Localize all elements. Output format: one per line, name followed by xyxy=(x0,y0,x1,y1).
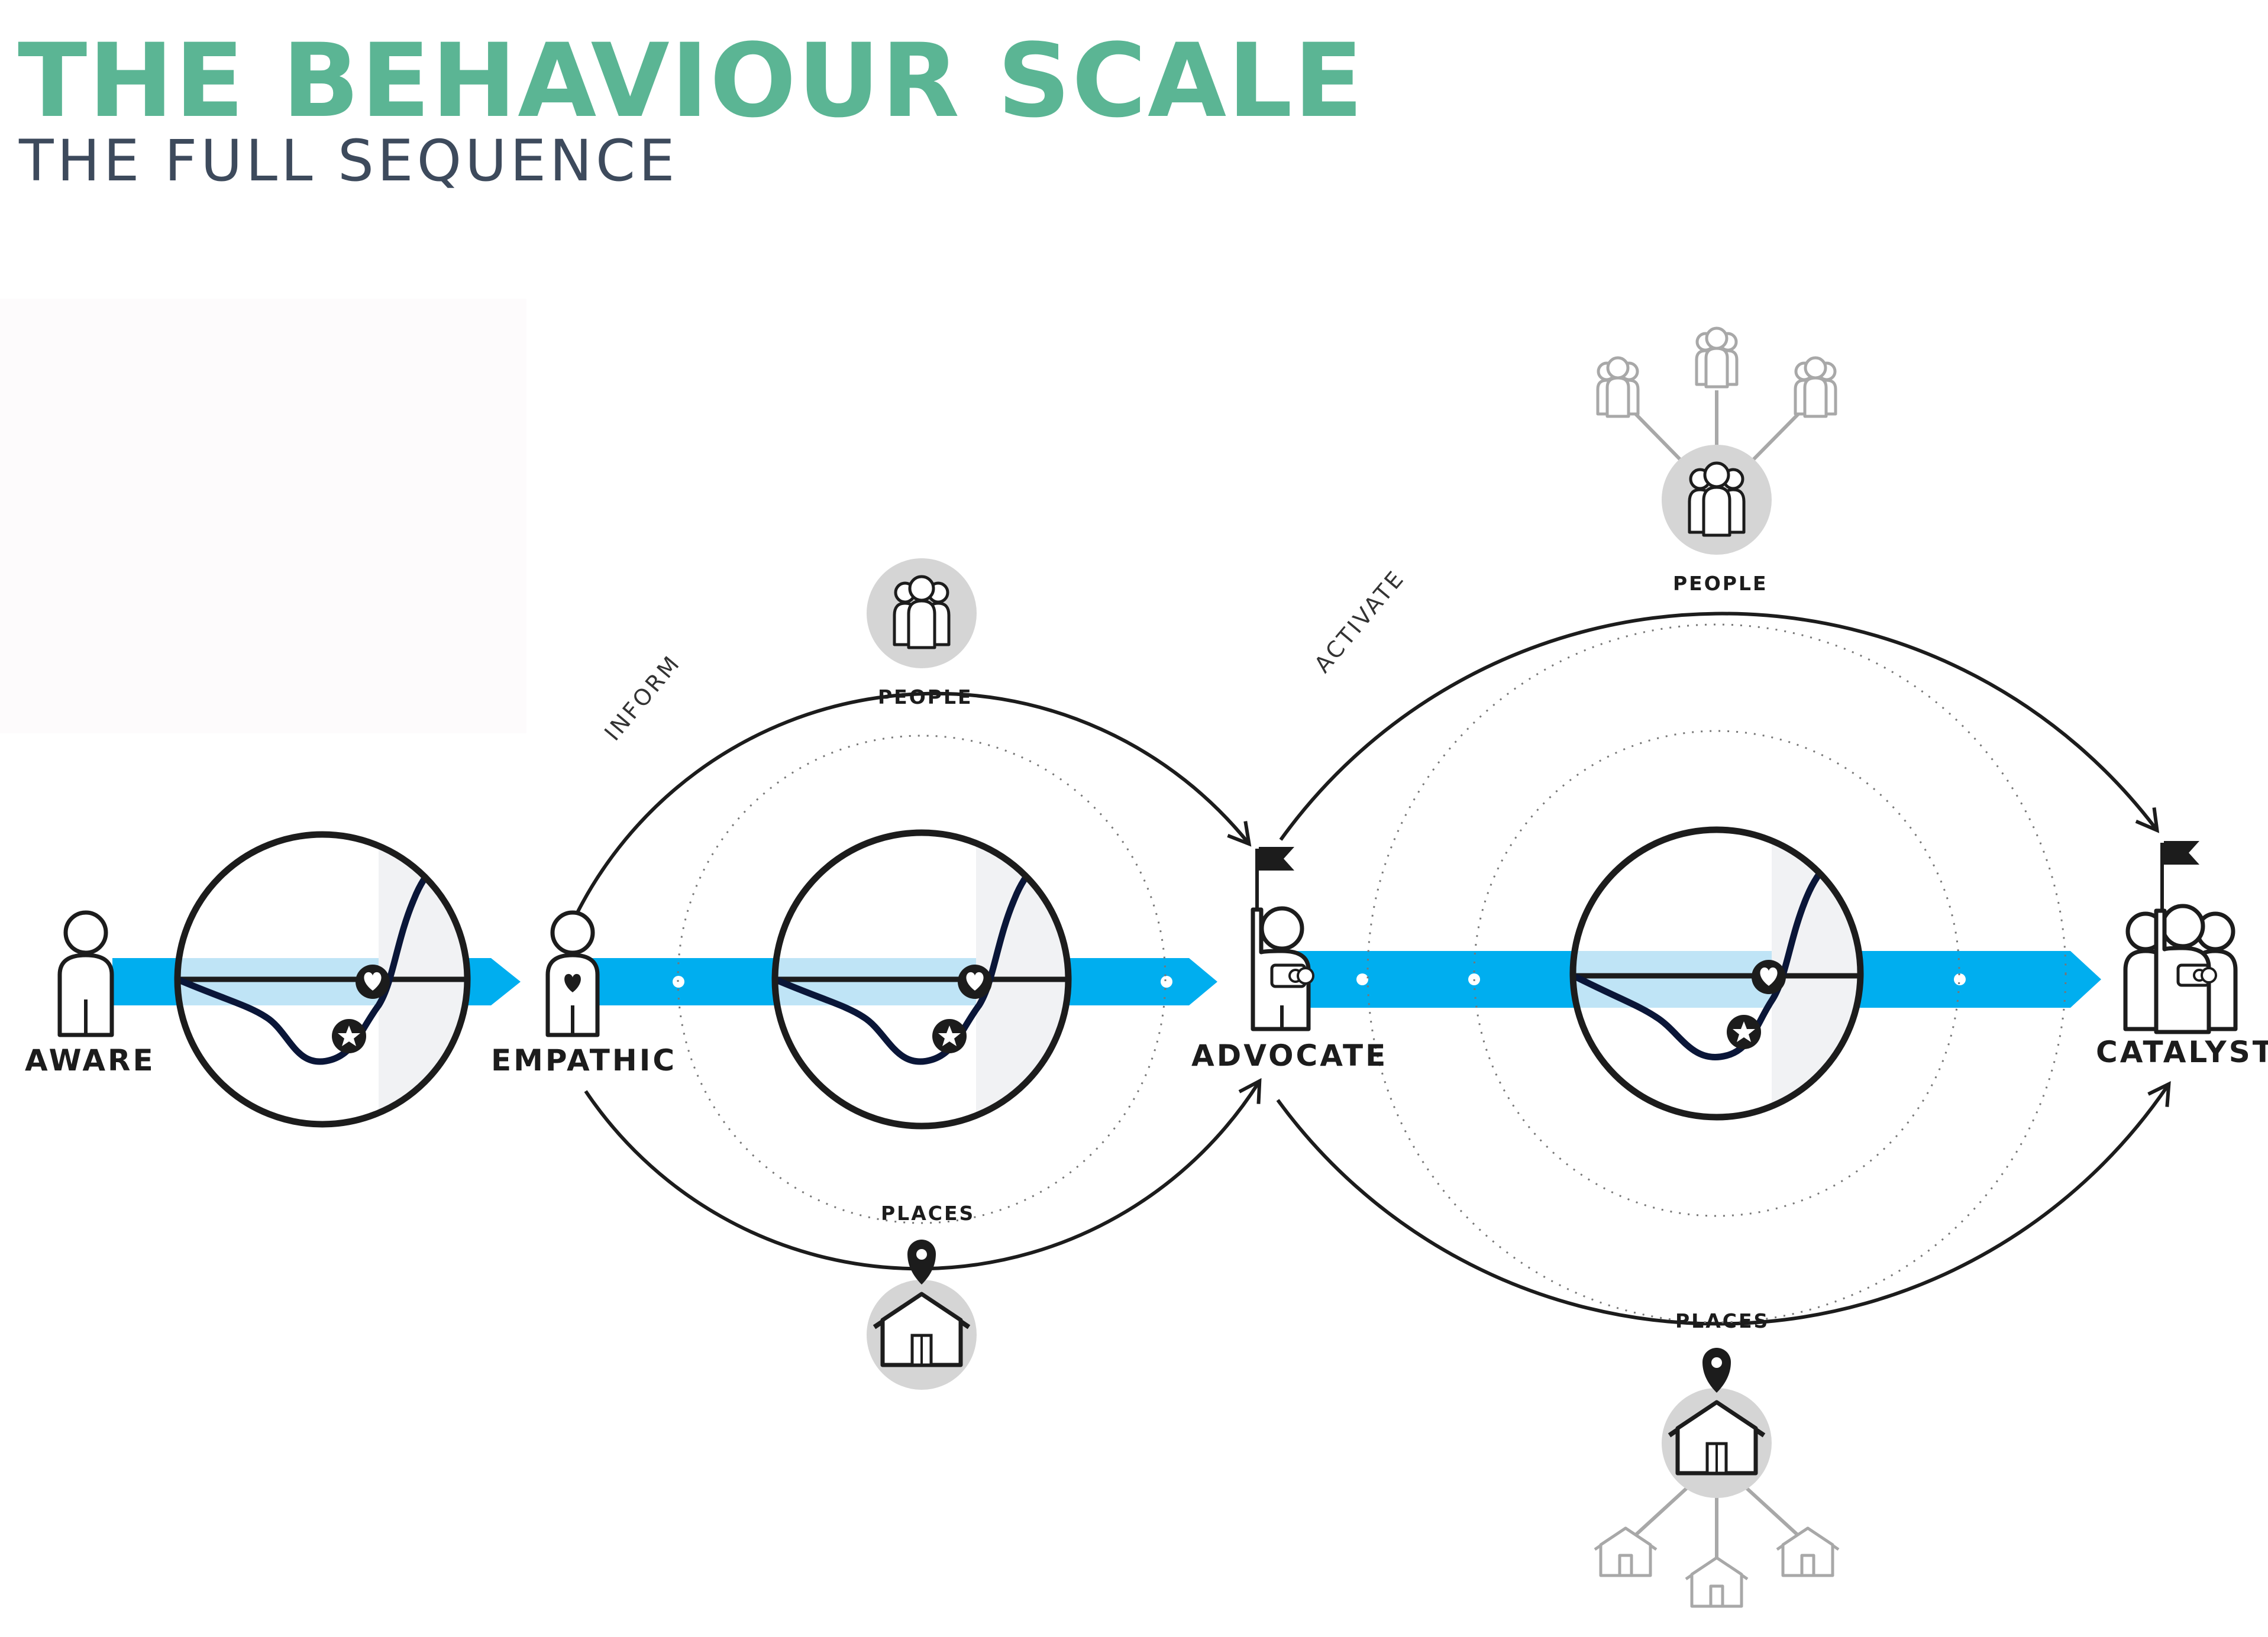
loop-two-outer-dotted-ring xyxy=(1366,623,2067,1324)
heart-icon xyxy=(1752,960,1786,994)
loop-one-upper-arc xyxy=(575,691,1252,915)
star-icon xyxy=(932,1019,967,1053)
behaviour-lens-2 xyxy=(771,829,1072,1130)
person-icon xyxy=(57,910,114,1037)
house-icon xyxy=(1685,1556,1749,1608)
loop-one-people-node xyxy=(867,558,977,668)
camera-icon xyxy=(2176,963,2217,987)
star-icon xyxy=(1727,1015,1761,1049)
heart-icon xyxy=(958,965,992,999)
loop-one-dotted-ring xyxy=(677,735,1167,1224)
map-pin-icon xyxy=(907,1240,936,1285)
placeholder-panel xyxy=(0,299,526,733)
loop-two-places-label: PLACES xyxy=(1675,1309,1769,1332)
stage-label-catalyst: CATALYST xyxy=(2096,1035,2268,1069)
activate-label: ACTIVATE xyxy=(1309,565,1410,678)
loop-two-places-cluster xyxy=(1594,1348,1840,1608)
house-icon xyxy=(1594,1526,1658,1577)
loop-two-people-label: PEOPLE xyxy=(1673,572,1768,595)
group-icon xyxy=(893,575,951,649)
loop-two-people-cluster xyxy=(1596,326,1837,555)
heart-icon xyxy=(564,973,581,992)
house-icon xyxy=(1776,1526,1840,1577)
page-subtitle: THE FULL SEQUENCE xyxy=(18,128,679,194)
advocate-figure xyxy=(1251,847,1314,1031)
house-icon xyxy=(873,1292,971,1367)
camera-icon xyxy=(1270,963,1314,988)
map-pin-icon xyxy=(1702,1348,1731,1393)
page-title: THE BEHAVIOUR SCALE xyxy=(18,21,1364,140)
stage-label-empathic: EMPATHIC xyxy=(491,1043,677,1078)
star-icon xyxy=(332,1019,366,1053)
loop-two-upper-arc xyxy=(1279,612,2160,841)
group-icon xyxy=(1596,356,1640,418)
loop-one-people-label: PEOPLE xyxy=(878,685,973,708)
loop-one-places-label: PLACES xyxy=(881,1202,975,1225)
behaviour-lens-1 xyxy=(174,831,471,1128)
group-icon xyxy=(1695,326,1739,389)
stage-label-aware: AWARE xyxy=(25,1043,156,1078)
person-icon xyxy=(545,910,600,1037)
empathic-figure xyxy=(545,910,600,1037)
catalyst-figure xyxy=(2123,841,2238,1034)
stage-label-advocate: ADVOCATE xyxy=(1191,1039,1388,1073)
loop-one-places-node xyxy=(867,1240,977,1390)
heart-icon xyxy=(356,965,390,999)
flag-icon xyxy=(1255,847,1294,911)
group-icon xyxy=(1688,461,1746,537)
flag-icon xyxy=(2160,841,2199,914)
group-icon xyxy=(1794,356,1837,418)
loop-two-inner-dotted-ring xyxy=(1473,730,1960,1217)
house-icon xyxy=(1668,1400,1766,1476)
inform-label: INFORM xyxy=(599,650,686,746)
loop-two-lower-arc xyxy=(1276,1081,2171,1326)
aware-figure xyxy=(57,910,114,1037)
